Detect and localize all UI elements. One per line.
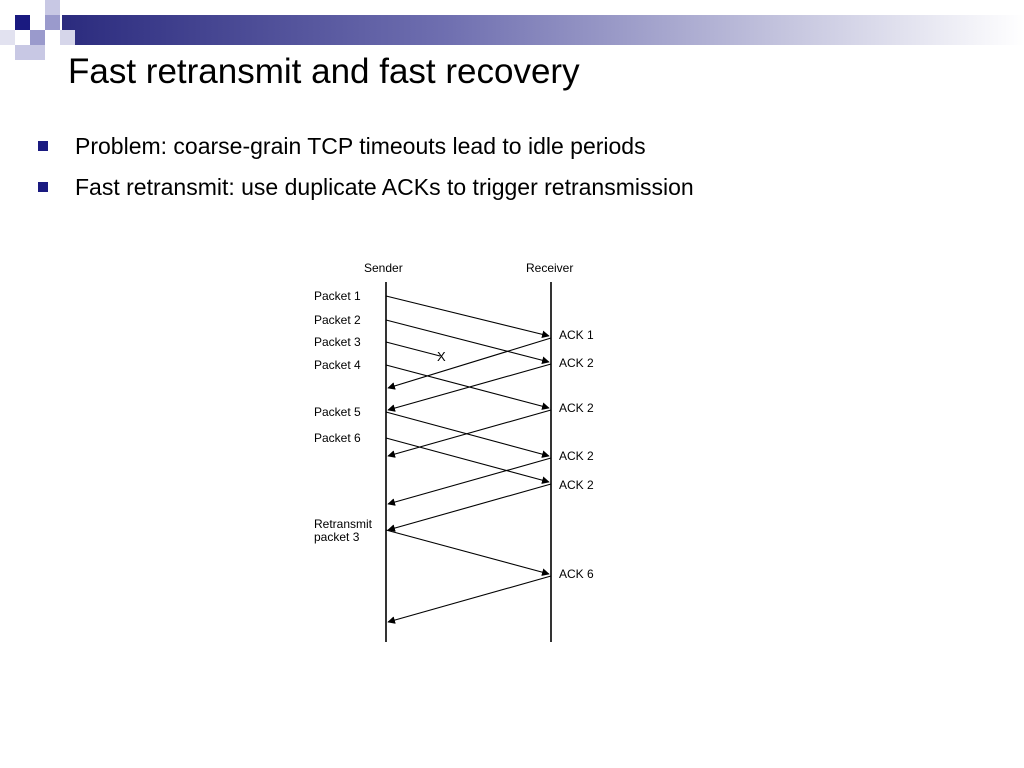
ack-arrow bbox=[387, 409, 552, 458]
ack-label: ACK 2 bbox=[559, 401, 594, 415]
packet-arrow bbox=[385, 319, 550, 364]
bullet-list: Problem: coarse-grain TCP timeouts lead … bbox=[38, 126, 694, 208]
sequence-diagram: Sender Receiver Packet 1 Packet 2 Packet… bbox=[314, 261, 594, 642]
bullet-item: Fast retransmit: use duplicate ACKs to t… bbox=[38, 167, 694, 208]
retransmit-label: packet 3 bbox=[314, 530, 360, 544]
packet-label: Packet 4 bbox=[314, 358, 361, 372]
deco-square-light bbox=[15, 45, 30, 60]
deco-square-dark bbox=[15, 15, 30, 30]
packet-arrow bbox=[385, 295, 550, 339]
header-decoration bbox=[0, 0, 1024, 62]
bullet-item: Problem: coarse-grain TCP timeouts lead … bbox=[38, 126, 694, 167]
ack-arrow bbox=[387, 575, 552, 624]
deco-square-light bbox=[30, 30, 45, 45]
ack-arrow bbox=[387, 337, 552, 390]
receiver-label: Receiver bbox=[526, 261, 573, 275]
packet-label: Packet 2 bbox=[314, 313, 361, 327]
deco-square-light bbox=[45, 15, 60, 30]
ack-label: ACK 2 bbox=[559, 449, 594, 463]
packet-arrow bbox=[385, 364, 550, 410]
packet-label: Packet 3 bbox=[314, 335, 361, 349]
packet-label: Packet 1 bbox=[314, 289, 361, 303]
packet-label: Packet 6 bbox=[314, 431, 361, 445]
ack-label: ACK 2 bbox=[559, 478, 594, 492]
deco-square-light bbox=[45, 0, 60, 15]
packet-arrow bbox=[385, 437, 550, 484]
gradient-bar bbox=[62, 15, 1024, 45]
ack-label: ACK 1 bbox=[559, 328, 594, 342]
lost-packet-marker: X bbox=[437, 349, 446, 364]
packet-label: Packet 5 bbox=[314, 405, 361, 419]
lost-packet-line bbox=[385, 341, 441, 357]
ack-arrow bbox=[387, 363, 552, 412]
square-bullet-icon bbox=[38, 182, 48, 192]
deco-square-light bbox=[60, 30, 75, 45]
deco-square-light bbox=[0, 30, 15, 45]
slide-title: Fast retransmit and fast recovery bbox=[68, 52, 580, 91]
sender-label: Sender bbox=[364, 261, 403, 275]
ack-arrow bbox=[387, 483, 552, 532]
ack-label: ACK 2 bbox=[559, 356, 594, 370]
deco-square-light bbox=[30, 45, 45, 60]
square-bullet-icon bbox=[38, 141, 48, 151]
ack-arrow bbox=[387, 457, 552, 506]
ack-label: ACK 6 bbox=[559, 567, 594, 581]
bullet-text: Fast retransmit: use duplicate ACKs to t… bbox=[75, 174, 694, 200]
retransmit-arrow bbox=[385, 529, 550, 576]
retransmit-label: Retransmit bbox=[314, 517, 373, 531]
bullet-text: Problem: coarse-grain TCP timeouts lead … bbox=[75, 133, 646, 159]
